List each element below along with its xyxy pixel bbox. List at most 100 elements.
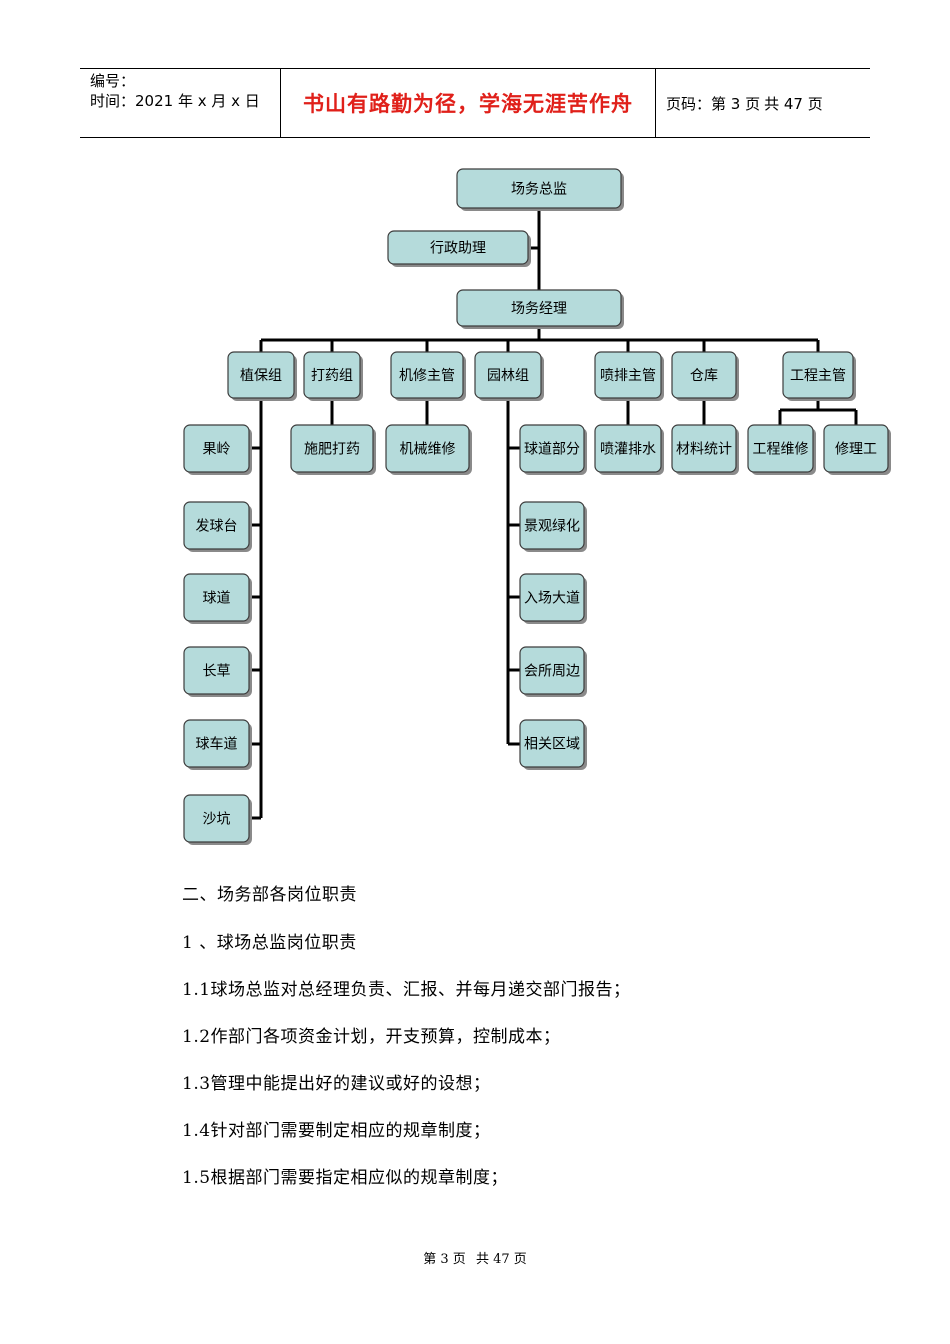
document-date: 时间：2021 年 x 月 x 日 — [90, 92, 260, 110]
node-dept: 仓库 — [671, 351, 739, 401]
node-label: 入场大道 — [524, 591, 580, 607]
node-sub: 长草 — [183, 646, 252, 697]
node-box — [183, 573, 250, 622]
node-box — [303, 351, 361, 399]
node-box — [519, 501, 585, 550]
duty-item: 1.3管理中能提出好的建议或好的设想； — [182, 1074, 491, 1094]
org-connectors — [249, 208, 858, 820]
node-box — [474, 351, 542, 399]
node-box — [183, 794, 250, 843]
node-sub: 球道部分 — [519, 424, 587, 475]
node-label: 植保组 — [240, 368, 282, 384]
node-box — [290, 424, 374, 473]
node-box — [594, 424, 662, 473]
node-sub: 工程维修 — [747, 424, 816, 475]
node-box — [390, 351, 464, 399]
node-label: 相关区域 — [524, 737, 580, 753]
node-dept: 工程主管 — [782, 351, 856, 401]
node-label: 材料统计 — [676, 442, 732, 458]
node-box — [183, 719, 250, 768]
node-label: 沙坑 — [203, 812, 231, 828]
node-box — [671, 351, 737, 399]
node-box — [782, 351, 854, 399]
node-label: 行政助理 — [430, 241, 486, 257]
node-sub: 修理工 — [823, 424, 891, 475]
node-sub: 材料统计 — [671, 424, 739, 475]
node-sub: 球车道 — [183, 719, 252, 770]
node-dept: 机修主管 — [390, 351, 466, 401]
node-label: 长草 — [203, 664, 231, 680]
header-page-number: 页码：第 3 页 — [666, 94, 761, 113]
duty-item: 1.5根据部门需要指定相应似的规章制度； — [182, 1168, 509, 1188]
node-label: 园林组 — [487, 368, 529, 384]
node-sub: 沙坑 — [183, 794, 252, 845]
node-label: 喷排主管 — [600, 368, 656, 384]
node-label: 仓库 — [690, 368, 718, 384]
node-box — [456, 289, 622, 327]
duty-item: 1.4针对部门需要制定相应的规章制度； — [182, 1121, 491, 1141]
header-motto: 书山有路勤为径，学海无涯苦作舟 — [303, 92, 633, 116]
header-page-info: 页码：第 3 页 共 47 页 — [654, 69, 870, 137]
node-label: 工程维修 — [753, 442, 809, 458]
node-sub: 施肥打药 — [290, 424, 376, 475]
node-director: 场务总监 — [456, 168, 624, 211]
page-header: 编号： 时间：2021 年 x 月 x 日 书山有路勤为径，学海无涯苦作舟 页码… — [80, 68, 870, 138]
section-title: 二、场务部各岗位职责 — [182, 885, 357, 905]
node-dept: 园林组 — [474, 351, 544, 401]
node-sub: 景观绿化 — [519, 501, 587, 552]
node-label: 球道 — [203, 591, 231, 607]
node-label: 喷灌排水 — [600, 442, 656, 458]
node-label: 场务总监 — [511, 182, 567, 198]
node-sub: 球道 — [183, 573, 252, 624]
node-dept: 喷排主管 — [594, 351, 664, 401]
node-sub: 相关区域 — [519, 719, 587, 770]
node-sub: 会所周边 — [519, 646, 587, 697]
node-dept: 植保组 — [227, 351, 297, 401]
node-label: 果岭 — [203, 442, 231, 458]
node-label: 机械维修 — [400, 442, 456, 458]
node-label: 打药组 — [311, 367, 353, 384]
header-motto-cell: 书山有路勤为径，学海无涯苦作舟 — [280, 69, 656, 137]
node-box — [519, 573, 585, 622]
node-sub: 入场大道 — [519, 573, 587, 624]
header-meta: 编号： 时间：2021 年 x 月 x 日 — [80, 69, 280, 137]
node-manager: 场务经理 — [456, 289, 624, 329]
node-box — [227, 351, 295, 399]
node-box — [385, 424, 470, 473]
subsection-title: 1 、球场总监岗位职责 — [182, 933, 357, 953]
duty-item: 1.2作部门各项资金计划，开支预算，控制成本； — [182, 1027, 561, 1047]
node-label: 施肥打药 — [304, 441, 360, 458]
node-box — [519, 424, 585, 473]
node-label: 工程主管 — [790, 368, 846, 384]
node-box — [747, 424, 814, 473]
header-page-total: 共 47 页 — [764, 94, 823, 113]
node-label: 球道部分 — [524, 442, 580, 458]
node-box — [823, 424, 889, 473]
footer-page-total: 共 47 页 — [475, 1252, 527, 1267]
node-label: 发球台 — [196, 519, 238, 535]
node-box — [183, 646, 250, 695]
footer-page-number: 第 3 页 — [423, 1252, 466, 1267]
node-sub: 喷灌排水 — [594, 424, 664, 475]
duty-item: 1.1球场总监对总经理负责、汇报、并每月递交部门报告； — [182, 980, 631, 1000]
node-label: 景观绿化 — [524, 519, 580, 535]
node-label: 机修主管 — [399, 368, 455, 384]
node-sub: 发球台 — [183, 501, 252, 552]
node-box — [456, 168, 622, 209]
node-box — [519, 646, 585, 695]
node-box — [519, 719, 585, 768]
document-number: 编号： — [90, 72, 136, 90]
node-box — [183, 424, 250, 473]
node-dept: 打药组 — [303, 351, 363, 401]
node-label: 修理工 — [835, 442, 877, 458]
node-sub: 机械维修 — [385, 424, 472, 475]
node-sub: 果岭 — [183, 424, 252, 475]
node-box — [183, 501, 250, 550]
node-box — [671, 424, 737, 473]
node-admin-assistant: 行政助理 — [387, 230, 531, 267]
node-box — [594, 351, 662, 399]
node-box — [387, 230, 529, 265]
node-label: 场务经理 — [511, 301, 567, 317]
